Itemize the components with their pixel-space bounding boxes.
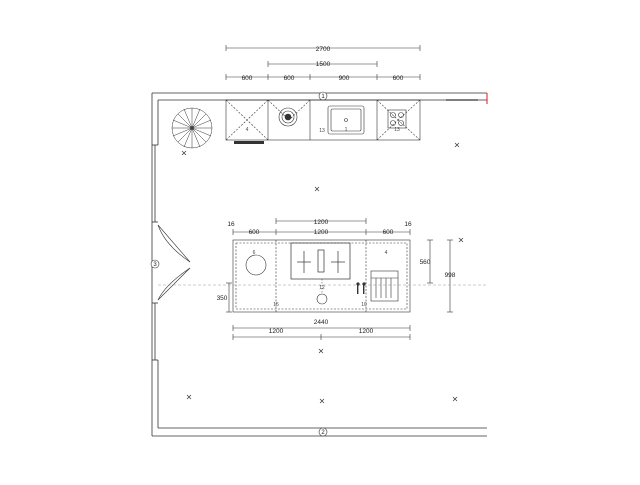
utensil-rack-icon	[370, 270, 399, 302]
dim-island-right: 600	[383, 229, 394, 236]
kitchen-island	[232, 239, 411, 313]
top-dimensions	[225, 45, 421, 80]
wall-marker-3: 3	[150, 259, 160, 269]
walls	[151, 92, 487, 437]
cab-label-island-right: 4	[385, 250, 388, 256]
dim-island-bottom-right: 1200	[359, 328, 374, 335]
island-tap-icon	[316, 293, 328, 305]
cab-label-upper-mid: 13	[319, 128, 325, 134]
door-swing	[157, 224, 191, 301]
dim-island-bottom-total: 2440	[314, 319, 329, 326]
sink-icon	[327, 105, 365, 135]
cab-label-upper-sink: 1	[345, 127, 348, 133]
wall-marker-2: 2	[318, 427, 328, 437]
drawer-handle-icon	[234, 141, 264, 144]
ceiling-light-markers	[181, 142, 464, 404]
dim-island-top-middle: 1200	[314, 219, 329, 226]
cab-label-island-center: 12	[319, 285, 325, 291]
dim-island-left-offset: 350	[217, 295, 228, 302]
dim-seg-4: 600	[393, 75, 404, 82]
dim-island-depth-inner: 560	[420, 259, 431, 266]
cab-label-island-bottom-right: 10	[361, 302, 367, 308]
wall-hob-icon	[387, 109, 407, 129]
cab-label-upper-hob: 13	[394, 127, 400, 133]
island-dimensions	[226, 218, 453, 340]
dim-total-2700: 2700	[316, 46, 331, 53]
dim-seg-1: 600	[242, 75, 253, 82]
utensil-icons	[356, 282, 366, 294]
svg-text:3: 3	[153, 262, 157, 268]
svg-text:2: 2	[321, 430, 325, 436]
dim-island-edge-left: 16	[227, 221, 235, 228]
dim-island-depth-total: 998	[445, 272, 456, 279]
dim-island-center: 1200	[314, 229, 329, 236]
spiral-stair-icon	[171, 107, 213, 149]
dim-island-left: 600	[249, 229, 260, 236]
dim-seg-3: 900	[339, 75, 350, 82]
extractor-fan-icon	[278, 107, 298, 127]
dim-seg-2: 600	[284, 75, 295, 82]
cab-label-island-bottom-left: 15	[273, 302, 279, 308]
island-round-sink-icon	[245, 254, 267, 276]
dim-island-bottom-left: 1200	[269, 328, 284, 335]
dim-island-edge-right: 16	[404, 221, 412, 228]
wall-cabinet-run	[225, 99, 421, 141]
wall-marker-1: 1	[318, 91, 328, 101]
svg-text:1: 1	[321, 94, 325, 100]
cab-label-island-left: 6	[253, 250, 256, 256]
dim-inner-1500: 1500	[316, 61, 331, 68]
island-hob-icon	[290, 242, 351, 280]
cab-label-upper-left: 4	[246, 127, 249, 133]
